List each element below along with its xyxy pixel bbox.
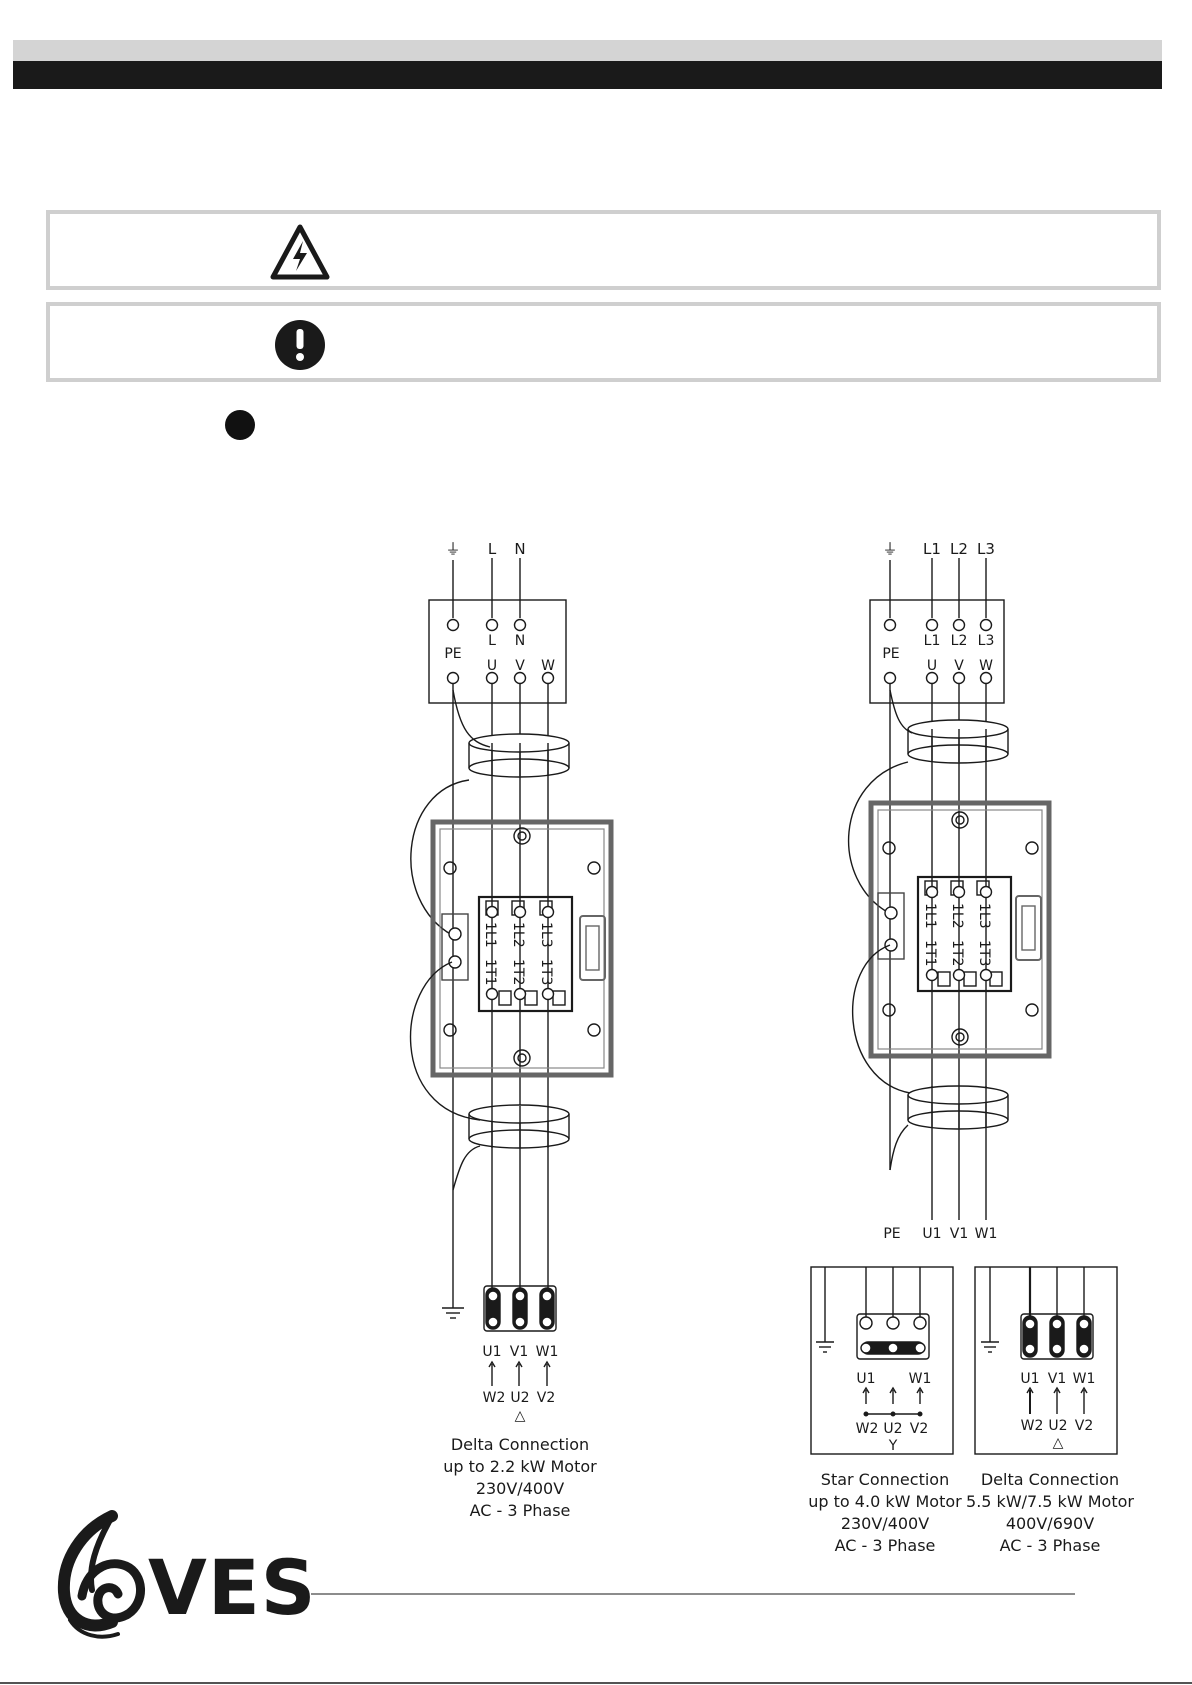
delta-connection-panel: U1 V1 W1 W2 U2 V2 △	[974, 1266, 1118, 1455]
delta-caption-line-1: Delta Connection	[981, 1470, 1119, 1489]
terminal-label-l1: L1	[924, 633, 941, 649]
star-caption-line-4: AC - 3 Phase	[835, 1536, 936, 1555]
switch-terminal-1t1-right: 1T1	[922, 940, 938, 966]
delta-label-v2: V2	[1075, 1418, 1093, 1434]
header-bar-grey	[13, 40, 1162, 61]
terminal-box	[428, 599, 567, 704]
delta-caption-line-2: 5.5 kW/7.5 kW Motor	[966, 1492, 1134, 1511]
switch-terminal-1l2-right: 1L2	[949, 903, 965, 929]
terminal-label-n: N	[515, 633, 525, 649]
star-connection-panel: U1 W1 W2 U2 V2 Y	[810, 1266, 954, 1455]
switch-terminal-1l2: 1L2	[510, 922, 526, 948]
switch-terminal-1t3-right: 1T3	[976, 940, 992, 966]
switch-terminal-1l3: 1L3	[538, 922, 554, 948]
star-label-w1: W1	[909, 1371, 932, 1387]
output-label-pe: PE	[883, 1226, 900, 1242]
switch-terminal-1t1: 1T1	[482, 959, 498, 985]
terminal-label-w-right: W	[979, 658, 993, 674]
motor-label-v1: V1	[510, 1344, 528, 1360]
terminal-label-pe: PE	[444, 646, 461, 662]
three-phase-wiring-diagram: ⏚ L1 L2 L3 L1 L2 L3 PE U V W	[808, 540, 1134, 1555]
star-caption-line-2: up to 4.0 kW Motor	[808, 1492, 962, 1511]
delta-symbol: △	[515, 1408, 526, 1424]
delta-label-u1: U1	[1020, 1371, 1039, 1387]
star-label-w2: W2	[856, 1421, 879, 1437]
terminal-box-right	[869, 599, 1005, 704]
caution-box	[46, 302, 1161, 382]
header-bar-black	[13, 61, 1162, 89]
supply-label-l3: L3	[977, 540, 995, 558]
supply-label-l2: L2	[950, 540, 968, 558]
star-caption-line-3: 230V/400V	[841, 1514, 929, 1533]
switch-contactor	[477, 895, 574, 1013]
delta-label-u2: U2	[1048, 1418, 1067, 1434]
earth-symbol: ⏚	[445, 540, 460, 558]
switch-terminal-1t2: 1T2	[510, 959, 526, 985]
switch-terminal-1l3-right: 1L3	[976, 903, 992, 929]
electrical-warning-box	[46, 210, 1161, 290]
switch-terminal-1t2-right: 1T2	[949, 940, 965, 966]
output-label-u1: U1	[922, 1226, 941, 1242]
switch-terminal-1l1: 1L1	[482, 922, 498, 948]
left-caption-line-3: 230V/400V	[476, 1479, 564, 1498]
supply-label-l: L	[488, 540, 497, 558]
single-phase-wiring-diagram: ⏚ L N L N PE U V W	[409, 540, 614, 1520]
delta-label-v1: V1	[1048, 1371, 1066, 1387]
ves-logo: VES	[57, 1510, 316, 1639]
terminal-label-l: L	[488, 633, 496, 649]
high-voltage-warning-icon	[270, 224, 330, 280]
star-label-u2: U2	[883, 1421, 902, 1437]
star-caption-line-1: Star Connection	[821, 1470, 949, 1489]
terminal-label-l2: L2	[951, 633, 968, 649]
motor-terminal-block-delta	[483, 1285, 557, 1332]
exclamation-icon	[275, 320, 325, 370]
delta-symbol-right: △	[1053, 1435, 1064, 1451]
header-bar	[13, 40, 1162, 89]
supply-label-n: N	[514, 540, 525, 558]
motor-label-u2: U2	[510, 1390, 529, 1406]
terminal-label-u-right: U	[927, 658, 937, 674]
switch-contactor-right	[916, 875, 1013, 993]
left-caption-line-4: AC - 3 Phase	[470, 1501, 571, 1520]
motor-label-v2: V2	[537, 1390, 555, 1406]
terminal-label-v: V	[515, 658, 525, 674]
delta-label-w2: W2	[1021, 1418, 1044, 1434]
terminal-label-u: U	[487, 658, 497, 674]
star-symbol: Y	[888, 1438, 898, 1454]
ves-logo-text: VES	[148, 1543, 316, 1632]
output-label-v1: V1	[950, 1226, 968, 1242]
left-caption-line-2: up to 2.2 kW Motor	[443, 1457, 597, 1476]
star-label-v2: V2	[910, 1421, 928, 1437]
left-caption-line-1: Delta Connection	[451, 1435, 589, 1454]
motor-label-u1: U1	[482, 1344, 501, 1360]
terminal-label-l3: L3	[978, 633, 995, 649]
ves-logo-swirl-icon	[57, 1510, 145, 1639]
motor-label-w2: W2	[483, 1390, 506, 1406]
delta-caption-line-4: AC - 3 Phase	[1000, 1536, 1101, 1555]
star-label-u1: U1	[856, 1371, 875, 1387]
terminal-label-v-right: V	[954, 658, 964, 674]
terminal-label-pe-right: PE	[882, 646, 899, 662]
delta-label-w1: W1	[1073, 1371, 1096, 1387]
delta-caption-line-3: 400V/690V	[1006, 1514, 1094, 1533]
switch-terminal-1t3: 1T3	[538, 959, 554, 985]
step-bullet	[225, 410, 255, 440]
terminal-label-w: W	[541, 658, 555, 674]
output-label-w1: W1	[975, 1226, 998, 1242]
earth-symbol-right: ⏚	[882, 540, 897, 558]
switch-terminal-1l1-right: 1L1	[922, 903, 938, 929]
supply-label-l1: L1	[923, 540, 941, 558]
motor-label-w1: W1	[536, 1344, 559, 1360]
